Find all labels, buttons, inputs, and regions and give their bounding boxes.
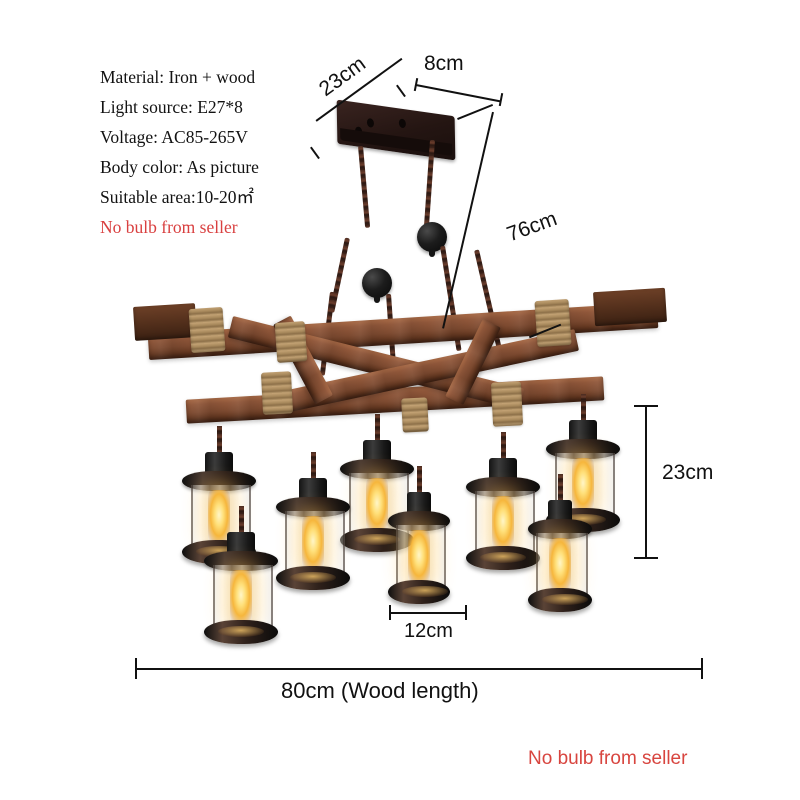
lamp-cap [363, 440, 391, 462]
lamp-cap [489, 458, 517, 480]
spec-no-bulb-notice: No bulb from seller [100, 217, 238, 237]
lamp-hanger-chain [216, 426, 222, 454]
lamp-bulb-glow [572, 458, 594, 510]
lamp-cap [227, 532, 255, 554]
rope-wrap [401, 397, 429, 433]
lamp-hanger-chain [416, 466, 422, 494]
lamp-base [528, 588, 592, 612]
spec-light-source: Light source: E27*8 [100, 97, 243, 117]
lamp-bulb-glow [492, 496, 514, 548]
rope-wrap [188, 306, 226, 354]
rope-wrap [490, 381, 524, 427]
lamp-bulb-glow [549, 538, 571, 590]
rope-wrap [260, 371, 294, 415]
lamp-cap [299, 478, 327, 500]
lamp-bulb-glow [366, 478, 388, 530]
chain-junction-ball [362, 268, 392, 303]
lamp-hanger-chain [500, 432, 506, 460]
spec-voltage: Voltage: AC85-265V [100, 127, 248, 147]
lamp-bulb-glow [230, 570, 252, 622]
spec-material: Material: Iron + wood [100, 67, 256, 87]
lamp-base [276, 566, 350, 590]
lamp-hanger-chain [374, 414, 380, 442]
lamp-hanger-chain [310, 452, 316, 480]
lamp-cap [569, 420, 597, 442]
specification-list: Material: Iron + wood Light source: E27*… [100, 62, 420, 242]
lamp-bulb-glow [302, 516, 324, 568]
rope-wrap [274, 321, 308, 363]
lamp-hanger-chain [580, 394, 586, 422]
lamp-cap [205, 452, 233, 474]
lamp-cap [407, 492, 431, 514]
footer-no-bulb-note: No bulb from seller [528, 748, 688, 769]
lamp-base [466, 546, 540, 570]
spec-body-color: Body color: As picture [100, 157, 259, 177]
lamp-base [388, 580, 450, 604]
wood-beam-back [147, 302, 659, 360]
lamp-bulb-glow [408, 530, 430, 582]
spec-suitable-area: Suitable area:10-20㎡ [100, 187, 255, 207]
rope-wrap [534, 298, 572, 348]
chain-junction-ball [417, 222, 447, 257]
wood-beam-end-left [132, 303, 198, 341]
lamp-hanger-chain [238, 506, 244, 534]
lamp-base [204, 620, 278, 644]
lamp-hanger-chain [557, 474, 563, 502]
lamp-bulb-glow [208, 490, 230, 542]
wood-beam-end-right [593, 287, 667, 327]
lamp-cap [548, 500, 572, 522]
